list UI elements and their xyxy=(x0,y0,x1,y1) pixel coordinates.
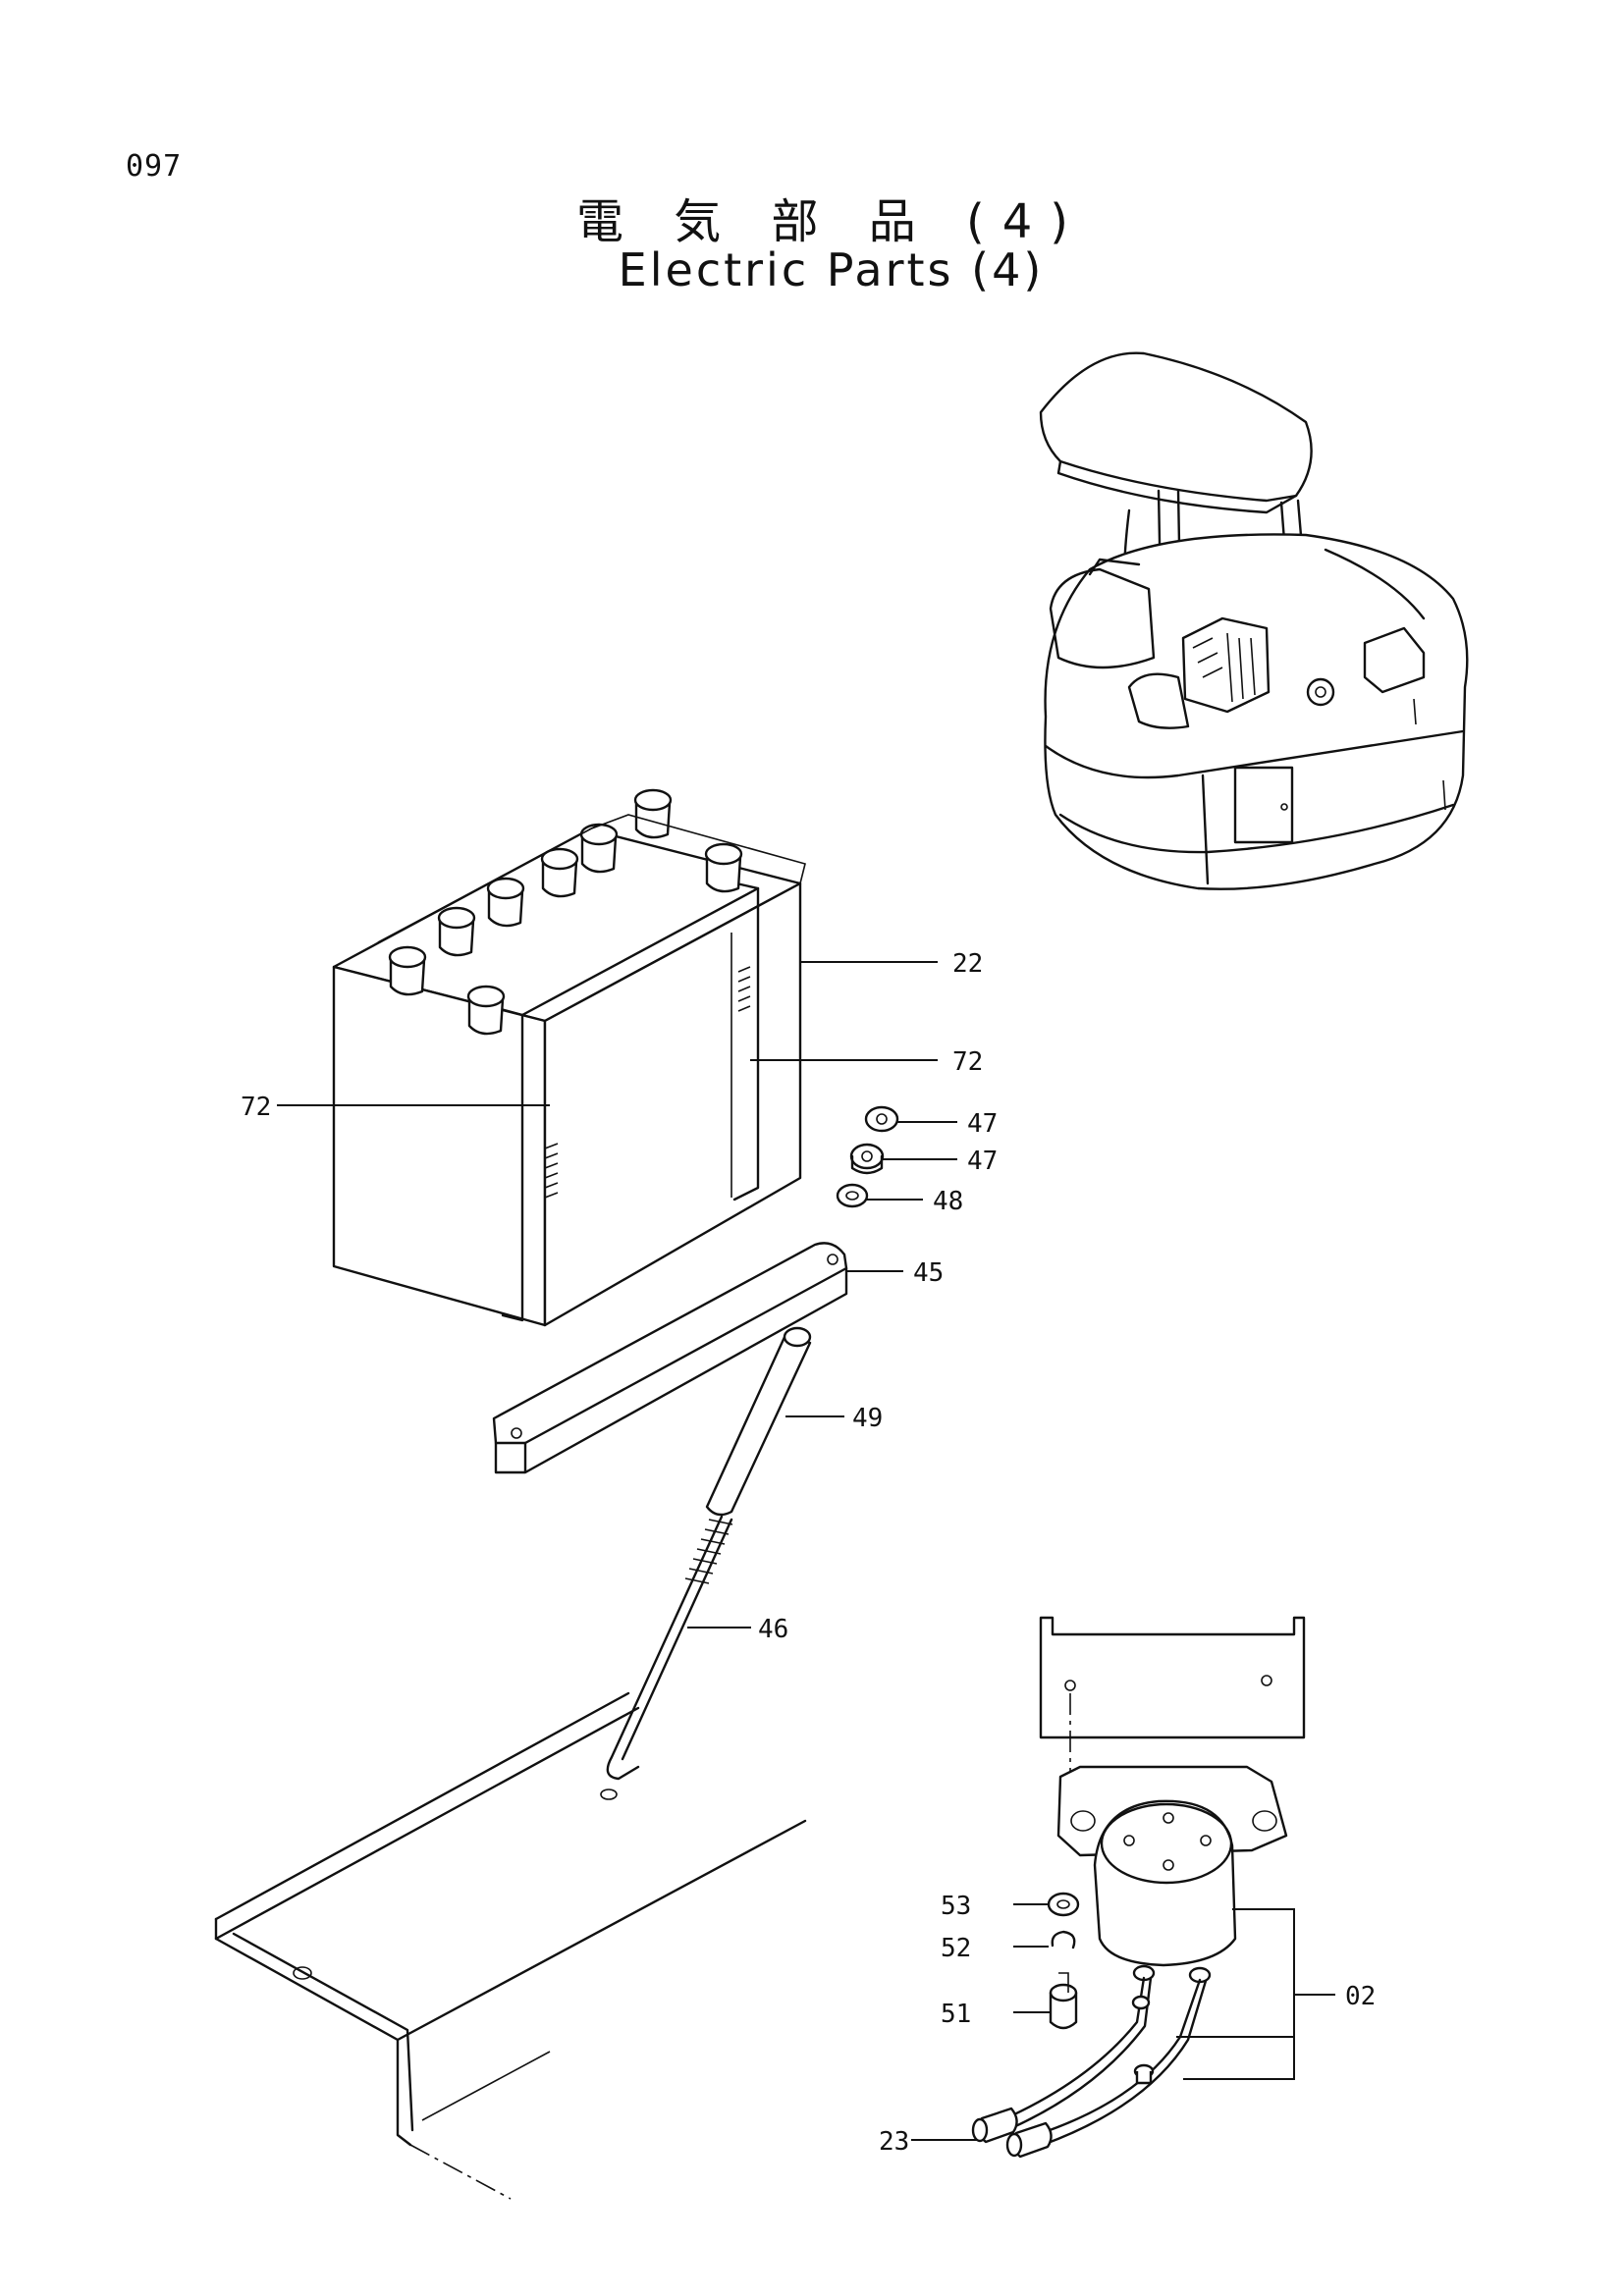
battery-relay-assembly xyxy=(971,1616,1306,2159)
j-bolt xyxy=(600,1515,733,1800)
nut-washer-stack xyxy=(836,1105,899,1208)
callout-47-lower: 47 xyxy=(967,1147,998,1176)
callout-22: 22 xyxy=(952,949,983,979)
callout-53: 53 xyxy=(941,1892,971,1921)
battery-illustration xyxy=(332,788,806,1327)
battery-base-plate xyxy=(214,1691,807,2200)
page-number: 097 xyxy=(126,149,183,184)
callout-51: 51 xyxy=(941,2000,971,2029)
battery-hold-down-bar xyxy=(492,1242,848,1474)
battery-cell-caps xyxy=(388,788,743,1036)
page-title-japanese: 電 気 部 品 (4) xyxy=(575,194,1087,249)
machine-overview-illustration xyxy=(1039,351,1469,890)
callout-52: 52 xyxy=(941,1934,971,1963)
insulator-sleeve xyxy=(705,1326,812,1517)
leader-lines xyxy=(277,961,1335,2141)
callout-23: 23 xyxy=(879,2127,909,2157)
callout-48: 48 xyxy=(933,1187,963,1216)
callout-47-upper: 47 xyxy=(967,1109,998,1139)
callout-46: 46 xyxy=(758,1615,788,1644)
callout-labels: 22 72 72 47 47 48 45 49 46 53 52 51 02 2… xyxy=(241,949,1376,2157)
callout-49: 49 xyxy=(852,1404,883,1433)
callout-72-left: 72 xyxy=(241,1093,271,1122)
callout-02: 02 xyxy=(1345,1982,1376,2011)
callout-45: 45 xyxy=(913,1258,944,1288)
page-title-english: Electric Parts (4) xyxy=(618,243,1045,296)
callout-72-right: 72 xyxy=(952,1047,983,1077)
